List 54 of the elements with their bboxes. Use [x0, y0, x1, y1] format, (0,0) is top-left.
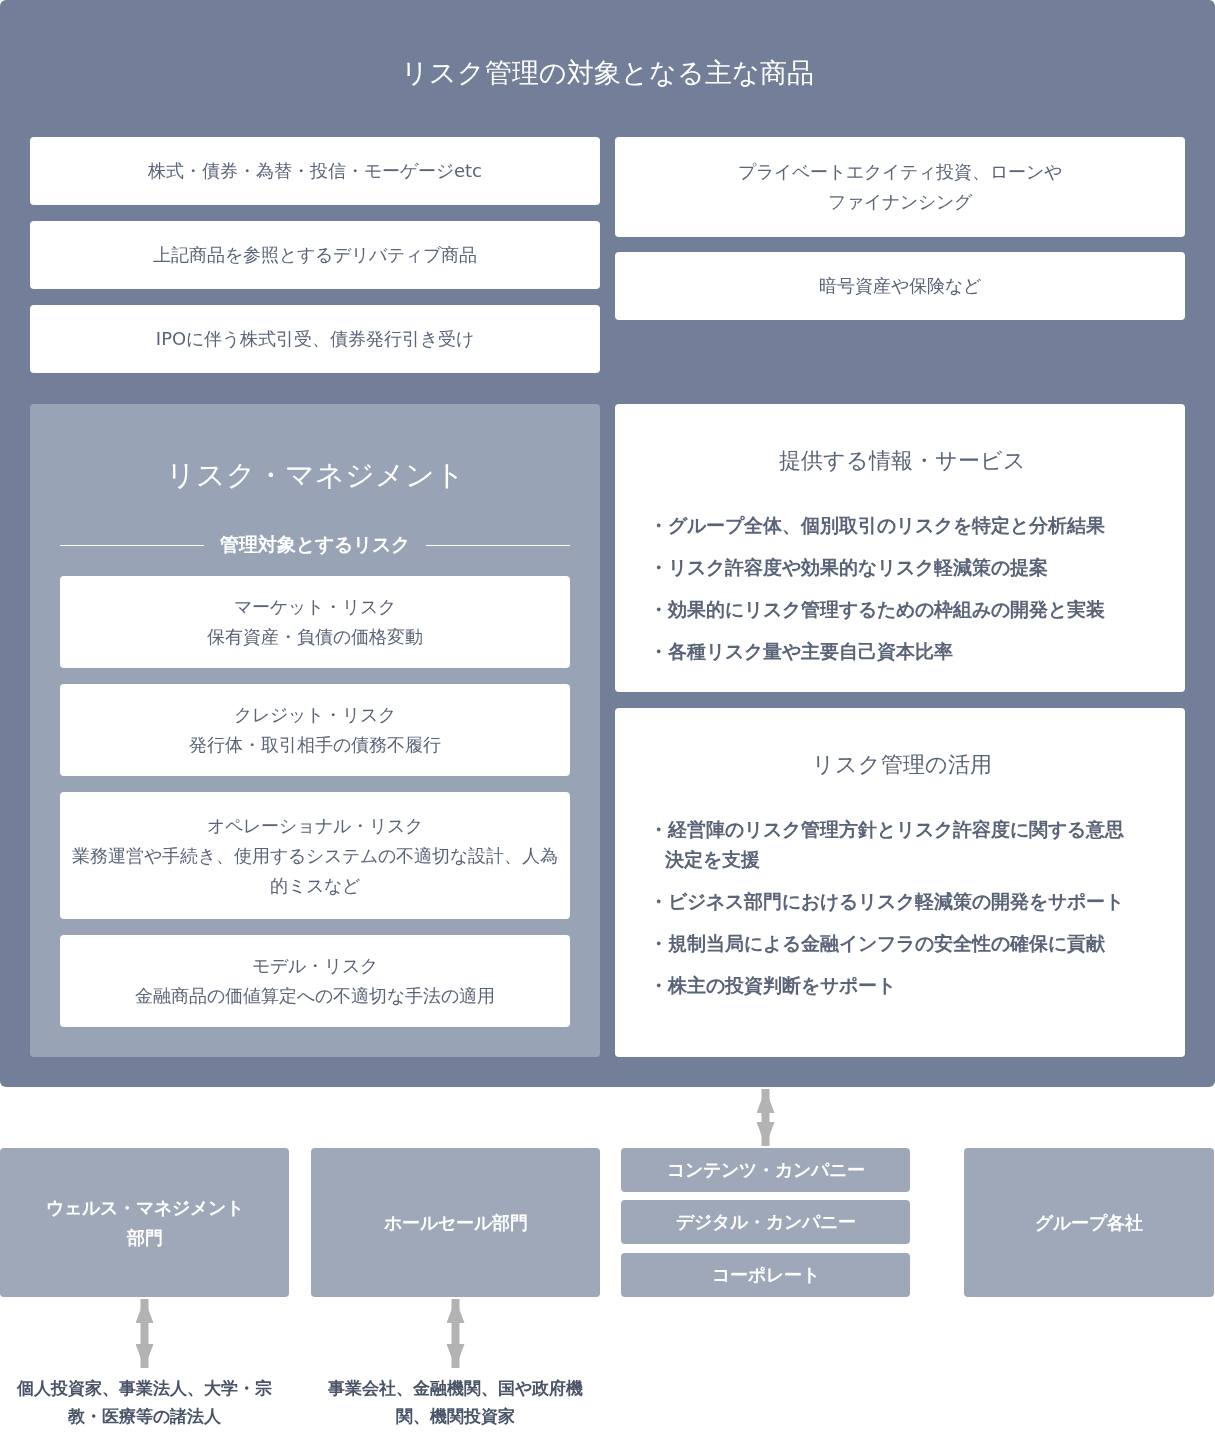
card-text: 保有資産・負債の価格変動 [206, 625, 424, 649]
bullet-text: ・株主の投資判断をサポート [649, 973, 896, 998]
division-label: デジタル・カンパニー [674, 1210, 857, 1234]
info-card [60, 576, 570, 668]
info-card [615, 708, 1185, 1057]
info-card [615, 252, 1185, 320]
bullet-text: ・経営陣のリスク管理方針とリスク許容度に関する意思決定を支援 [649, 817, 1125, 872]
heading: リスク管理の対象となる主な商品 [401, 56, 814, 90]
card-text: 株式・債券・為替・投信・モーゲージetc [147, 159, 483, 183]
card-title: モデル・リスク [251, 954, 379, 978]
client-text: 個人投資家、事業法人、大学・宗教・医療等の諸法人 [16, 1377, 273, 1428]
info-card [615, 404, 1185, 692]
card-title: オペレーショナル・リスク [206, 813, 424, 838]
heading: リスク管理の活用 [812, 751, 992, 779]
bullet-text: ・効果的にリスク管理するための枠組みの開発と実装 [649, 597, 1105, 622]
subheading: 管理対象とするリスク [219, 532, 411, 557]
info-card [60, 935, 570, 1027]
card-text: 上記商品を参照とするデリバティブ商品 [152, 243, 478, 267]
card-text: 金融商品の価値算定への不適切な手法の適用 [134, 984, 496, 1008]
division-box [621, 1200, 910, 1244]
division-label: コンテンツ・カンパニー [665, 1158, 866, 1182]
bullet-text: ・グループ全体、個別取引のリスクを特定と分析結果 [649, 513, 1105, 538]
info-card [60, 792, 570, 919]
card-text: 業務運営や手続き、使用するシステムの不適切な設計、人為的ミスなど [71, 843, 559, 898]
bullet-text: ・リスク許容度や効果的なリスク軽減策の提案 [649, 555, 1048, 580]
card-title: クレジット・リスク [233, 703, 397, 727]
card-text: 暗号資産や保険など [818, 274, 982, 298]
division-box [964, 1148, 1214, 1297]
division-box [0, 1148, 289, 1297]
bullet-text: ・規制当局による金融インフラの安全性の確保に貢献 [649, 931, 1105, 956]
info-card [615, 137, 1185, 237]
bullet-text: ・ビジネス部門におけるリスク軽減策の開発をサポート [649, 889, 1124, 914]
division-label: グループ各社 [1034, 1210, 1144, 1235]
info-card [30, 137, 600, 205]
card-text: IPOに伴う株式引受、債券発行引き受け [154, 327, 476, 351]
info-card [60, 684, 570, 776]
heading: リスク・マネジメント [165, 457, 465, 494]
card-text: プライベートエクイティ投資、ローンやファイナンシング [737, 160, 1063, 214]
panel-background [0, 0, 1215, 1087]
division-box [311, 1148, 600, 1297]
heading: 提供する情報・サービス [778, 447, 1026, 475]
division-label: コーポレート [710, 1263, 821, 1287]
card-title: マーケット・リスク [233, 595, 397, 619]
division-box [621, 1148, 910, 1192]
division-label: ホールセール部門 [382, 1210, 529, 1235]
division-box [621, 1253, 910, 1297]
card-text: 発行体・取引相手の債務不履行 [188, 733, 442, 757]
info-card [30, 221, 600, 289]
bullet-text: ・各種リスク量や主要自己資本比率 [649, 639, 953, 664]
double-arrow [756, 1089, 775, 1146]
division-label: ウェルス・マネジメント部門 [44, 1195, 245, 1250]
client-text: 事業会社、金融機関、国や政府機関、機関投資家 [327, 1377, 584, 1428]
info-card [30, 305, 600, 373]
panel-background [30, 404, 600, 1057]
